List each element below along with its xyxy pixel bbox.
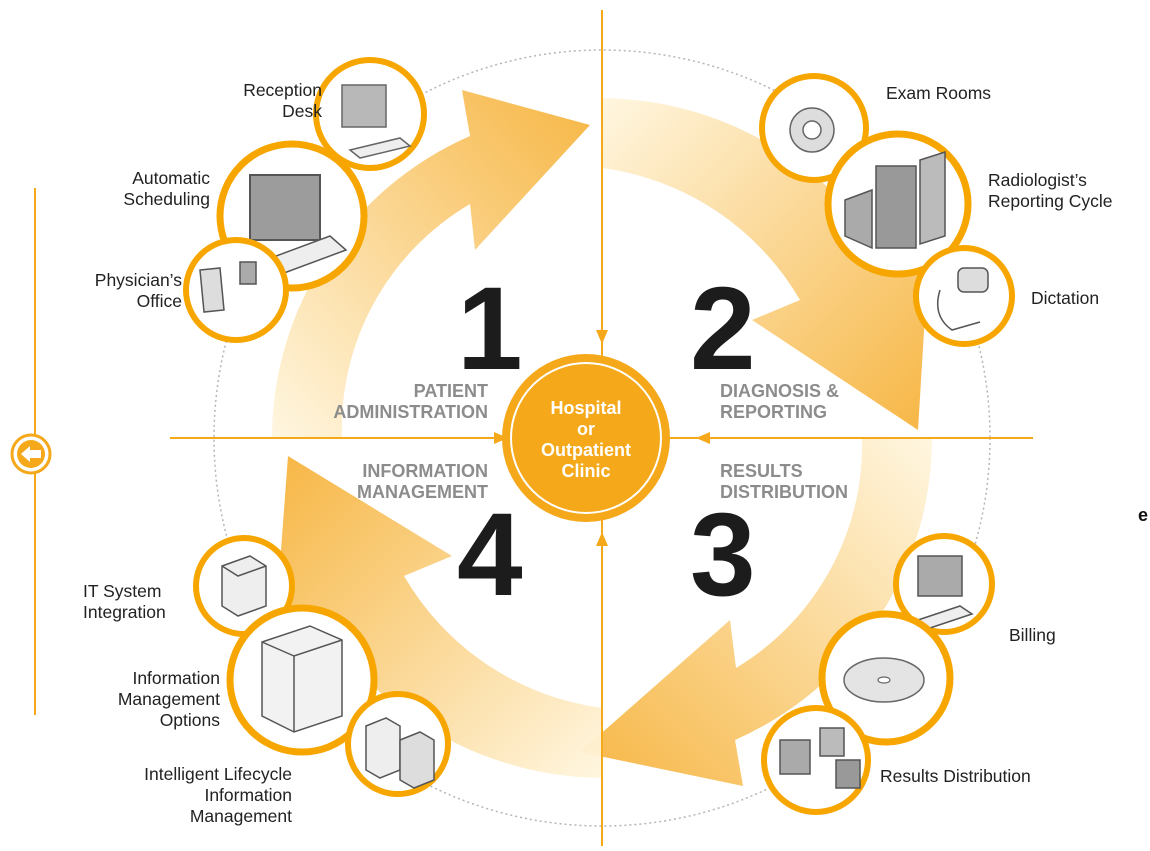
radiologist-reporting-icon (824, 130, 972, 278)
phase-4-title: INFORMATION MANAGEMENT (288, 461, 488, 503)
phase-1-number: 1 (457, 263, 523, 395)
phase-1-title: PATIENT ADMINISTRATION (288, 381, 488, 423)
label-lifecycle-management: Intelligent Lifecycle Information Manage… (144, 764, 292, 826)
phase-2-number: 2 (690, 263, 756, 395)
phase-4-number: 4 (457, 489, 523, 621)
axis-notch-right (696, 432, 710, 444)
axis-notch-left (494, 432, 508, 444)
phase-2-title-line2: REPORTING (720, 402, 828, 422)
cycle-arrow-3 (580, 438, 932, 786)
phase-4-title-line1: INFORMATION (362, 461, 488, 481)
phase-3-number: 3 (690, 489, 756, 621)
reception-desk-icon (313, 57, 427, 171)
results-disc-icon (818, 610, 954, 746)
phase-2-title: DIAGNOSIS & REPORTING (720, 381, 839, 423)
edge-text-fragment: e (1138, 505, 1149, 525)
results-distribution-icon (761, 705, 871, 815)
label-information-management: Information Management Options (117, 668, 220, 730)
automatic-scheduling-icon (216, 140, 368, 292)
center-label-line3: Outpatient (541, 440, 631, 460)
label-exam-rooms: Exam Rooms (886, 83, 992, 103)
phase-2-title-line1: DIAGNOSIS & (720, 381, 840, 401)
center-label-line1: Hospital (550, 398, 622, 418)
label-automatic-scheduling: Automatic Scheduling (123, 168, 210, 209)
label-radiologist-reporting: Radiologist’s Reporting Cycle (988, 170, 1113, 211)
phase-1-title-line1: PATIENT (413, 381, 488, 401)
label-physicians-office: Physician’s Office (94, 270, 182, 311)
label-results-distribution: Results Distribution (880, 766, 1031, 786)
axis-notch-top (596, 330, 608, 344)
axis-notch-bottom (596, 532, 608, 546)
center-hub (502, 354, 670, 522)
label-dictation: Dictation (1031, 288, 1100, 308)
cycle-arrow-1 (272, 90, 590, 438)
physicians-office-icon (183, 237, 289, 343)
phase-4-title-line2: MANAGEMENT (357, 482, 488, 502)
information-management-icon (226, 604, 378, 756)
center-label-line2: or (577, 419, 595, 439)
phase-3-title-line2: DISTRIBUTION (720, 482, 848, 502)
back-arrow-icon[interactable] (10, 433, 52, 475)
phase-1-title-line2: ADMINISTRATION (333, 402, 488, 422)
it-system-integration-icon (193, 535, 295, 637)
cycle-arrow-4 (274, 456, 602, 778)
lifecycle-management-icon (345, 691, 451, 797)
phase-3-title: RESULTS DISTRIBUTION (720, 461, 848, 503)
center-hub-inner-ring (510, 362, 662, 514)
label-reception-desk: Reception Desk (243, 80, 322, 121)
cycle-arrow-2 (602, 98, 930, 430)
label-it-system-integration: IT System Integration (83, 581, 166, 622)
center-label: Hospital or Outpatient Clinic (516, 398, 656, 482)
label-billing: Billing (1009, 625, 1056, 645)
exam-rooms-icon (759, 73, 869, 183)
phase-3-title-line1: RESULTS (720, 461, 803, 481)
dictation-icon (913, 245, 1015, 347)
billing-icon (893, 533, 995, 635)
center-label-line4: Clinic (561, 461, 611, 481)
